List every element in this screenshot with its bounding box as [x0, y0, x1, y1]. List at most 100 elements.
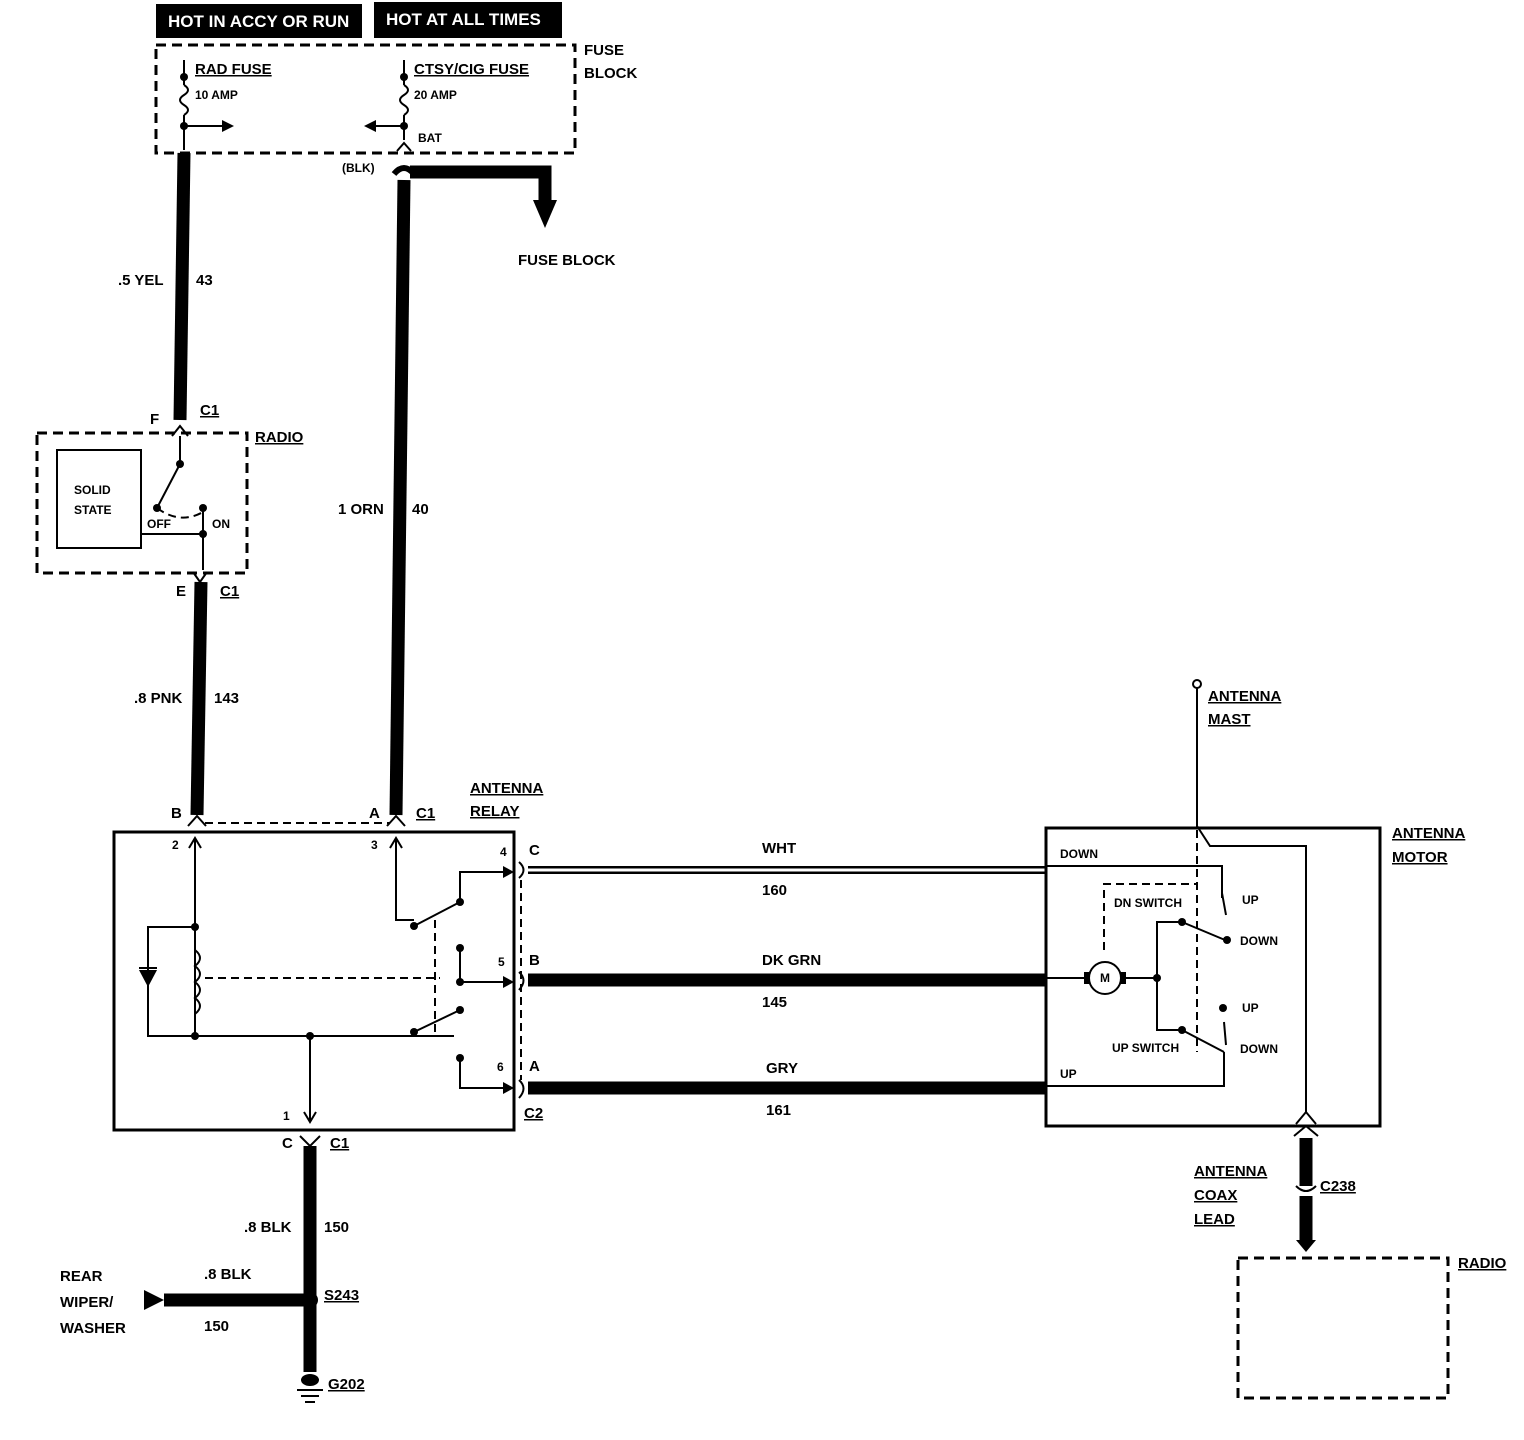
relay-p1: 1 — [283, 1109, 290, 1123]
wire-143-num: 143 — [214, 690, 239, 707]
rad-fuse-amp: 10 AMP — [195, 88, 238, 102]
radio-on-label: ON — [212, 517, 230, 531]
solid-state-2: STATE — [74, 503, 112, 517]
wire-143 — [190, 581, 208, 816]
wire-40-gauge: 1 ORN — [338, 501, 384, 518]
ctsy-fuse-arrow — [364, 120, 376, 132]
wire-wht-label: WHT — [762, 840, 796, 857]
mast-label-1: ANTENNA — [1208, 688, 1281, 705]
rear-wiper-arrow — [144, 1290, 164, 1310]
wire-43 — [173, 152, 191, 421]
motor-coax-connector — [1295, 1110, 1317, 1125]
ctsy-fuse-symbol — [399, 84, 409, 116]
coax-label-3: LEAD — [1194, 1211, 1235, 1228]
wire-43-num: 43 — [196, 272, 213, 289]
rad-fuse-name: RAD FUSE — [195, 61, 272, 78]
fuse-block-out-arrow — [533, 200, 557, 228]
relay-pin-b: B — [171, 805, 182, 822]
relay-c2: C2 — [524, 1105, 543, 1122]
radio-pin-e: E — [176, 583, 186, 600]
ctsy-fuse-name: CTSY/CIG FUSE — [414, 61, 529, 78]
rad-fuse-symbol — [179, 84, 189, 116]
wire-43-gauge: .5 YEL — [118, 272, 164, 289]
relay-p3: 3 — [371, 838, 378, 852]
rad-fuse-arrow — [222, 120, 234, 132]
relay-bottom-c: C — [282, 1135, 293, 1152]
radio-bottom-box — [1236, 1256, 1450, 1400]
relay-c1: C1 — [416, 805, 435, 822]
header-all-times-box — [374, 2, 562, 38]
motor-label-1: ANTENNA — [1392, 825, 1465, 842]
ctsy-fuse-amp: 20 AMP — [414, 88, 457, 102]
wire-dkgrn-label: DK GRN — [762, 952, 821, 969]
rear-label-1: REAR — [60, 1268, 103, 1285]
solid-state-box — [56, 449, 142, 549]
sw2-up: UP — [1242, 1001, 1259, 1015]
mast-label-2: MAST — [1208, 711, 1251, 728]
fuse-block-label-1: FUSE — [584, 42, 624, 59]
ground-label: G202 — [328, 1376, 365, 1393]
radio-c1-bot: C1 — [220, 583, 239, 600]
relay-p4: 4 — [500, 845, 507, 859]
relay-p2: 2 — [172, 838, 179, 852]
relay-a-letter: A — [529, 1058, 540, 1075]
motor-label-2: MOTOR — [1392, 849, 1448, 866]
blk-label: (BLK) — [342, 161, 375, 175]
radio-bottom-label: RADIO — [1458, 1255, 1507, 1272]
relay-coil — [193, 949, 201, 1015]
header-accy-run: HOT IN ACCY OR RUN — [168, 12, 349, 31]
coax-label-2: COAX — [1194, 1187, 1237, 1204]
header-all-times: HOT AT ALL TIMES — [386, 10, 541, 29]
relay-c-letter: C — [529, 842, 540, 859]
sw1-up: UP — [1242, 893, 1259, 907]
coax-label-1: ANTENNA — [1194, 1163, 1267, 1180]
relay-p6: 6 — [497, 1060, 504, 1074]
relay-pin-a: A — [369, 805, 380, 822]
fuse-block-arrow-label: FUSE BLOCK — [518, 252, 616, 269]
wire-40-num: 40 — [412, 501, 429, 518]
bat-label: BAT — [418, 131, 442, 145]
relay-bottom-c1: C1 — [330, 1135, 349, 1152]
relay-label-1: ANTENNA — [470, 780, 543, 797]
ground-symbol — [301, 1374, 319, 1386]
motor-down-label: DOWN — [1060, 847, 1098, 861]
radio-off-label: OFF — [147, 517, 171, 531]
rear-label-3: WASHER — [60, 1320, 126, 1337]
radio-top-box — [35, 431, 249, 575]
wire-dkgrn-num: 145 — [762, 994, 787, 1011]
relay-diode — [139, 970, 157, 987]
relay-a-connector — [386, 814, 406, 827]
wire-143-gauge: .8 PNK — [134, 690, 183, 707]
radio-e-connector — [192, 571, 208, 584]
wire-40 — [389, 179, 411, 816]
radio-pin-f: F — [150, 411, 159, 428]
rear-label-2: WIPER/ — [60, 1294, 114, 1311]
dn-switch-label: DN SWITCH — [1114, 896, 1182, 910]
bat-connector — [396, 141, 412, 152]
radio-switch-blade — [156, 463, 181, 509]
relay-label-2: RELAY — [470, 803, 519, 820]
relay-b-connector — [187, 814, 207, 827]
solid-state-1: SOLID — [74, 483, 111, 497]
motor-m: M — [1100, 971, 1110, 985]
wire-150b-gauge: .8 BLK — [204, 1266, 252, 1283]
splice-label: S243 — [324, 1287, 359, 1304]
radio-f-connector — [171, 424, 189, 437]
sw2-down: DOWN — [1240, 1042, 1278, 1056]
wire-150b-num: 150 — [204, 1318, 229, 1335]
relay-p5: 5 — [498, 955, 505, 969]
up-switch-label: UP SWITCH — [1112, 1041, 1179, 1055]
wire-gry-label: GRY — [766, 1060, 798, 1077]
wire-wht-num: 160 — [762, 882, 787, 899]
header-accy-run-box — [156, 4, 362, 38]
relay-b-letter: B — [529, 952, 540, 969]
radio-c1-top: C1 — [200, 402, 219, 419]
sw1-down: DOWN — [1240, 934, 1278, 948]
fuse-block-label-2: BLOCK — [584, 65, 637, 82]
fuse-block-box — [154, 43, 577, 155]
wire-gry-num: 161 — [766, 1102, 791, 1119]
motor-up-label: UP — [1060, 1067, 1077, 1081]
wire-150-num: 150 — [324, 1219, 349, 1236]
relay-box — [112, 830, 516, 1132]
